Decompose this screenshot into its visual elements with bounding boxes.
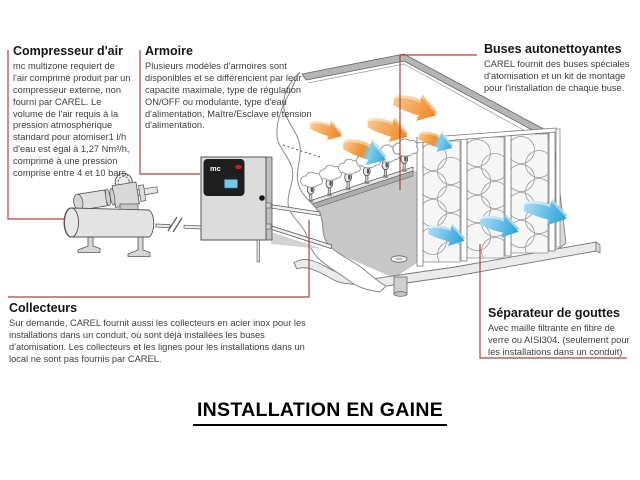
page-title: INSTALLATION EN GAINE [192, 399, 448, 426]
drain-tray [293, 241, 601, 297]
cabinet-knob [259, 195, 265, 201]
callout-line-armoire [139, 50, 200, 175]
compressor-leg [127, 232, 151, 257]
air-compressor [63, 172, 202, 257]
drain-leg [393, 276, 408, 297]
callout-lines [7, 50, 627, 359]
callout-collecteurs-body: Sur demande, CAREL fournit aussi les col… [9, 318, 306, 364]
callout-line-compresseur [7, 50, 65, 220]
atomizing-nozzle [325, 178, 334, 197]
callout-armoire-body: Plusieurs modèles d'armoires sont dispon… [145, 61, 312, 131]
atomizing-nozzle [381, 159, 390, 178]
callout-collecteurs-title: Collecteurs [9, 301, 78, 315]
callout-separateur-body: Avec maille filtrante en fibre de verre … [488, 323, 630, 357]
callout-compresseur: Compresseur d'air mc multizone requiert … [13, 44, 131, 180]
atomizing-nozzle [362, 166, 371, 185]
cabinet-led [235, 164, 242, 170]
atomizing-nozzle [400, 153, 409, 172]
callout-separateur: Séparateur de gouttes Avec maille filtra… [488, 306, 638, 359]
callout-line-separateur [479, 244, 627, 359]
callout-buses: Buses autonettoyantes CAREL fournit des … [484, 42, 636, 95]
control-cabinet: mc [200, 156, 273, 263]
callout-buses-body: CAREL fournit des buses spéciales d'atom… [484, 59, 630, 93]
pipe-shadow [271, 232, 323, 249]
atomizing-nozzles [300, 138, 419, 203]
callout-armoire: Armoire Plusieurs modèles d'armoires son… [145, 44, 323, 132]
compressed-air-pipe [155, 223, 202, 230]
atomizing-nozzle [344, 172, 352, 191]
separator-mesh-panel [466, 136, 505, 259]
cabinet-drain-pipe [256, 239, 260, 263]
callout-armoire-title: Armoire [145, 44, 193, 58]
callout-compresseur-title: Compresseur d'air [13, 44, 123, 58]
callout-line-collecteurs [8, 220, 310, 298]
pipe-break-symbol-icon [167, 216, 183, 233]
callout-buses-title: Buses autonettoyantes [484, 42, 622, 56]
spray-cloud-icon [392, 138, 419, 157]
hidden-edge-dotted-line [282, 144, 321, 158]
callout-compresseur-body: mc multizone requiert de l'air comprimé … [13, 61, 131, 179]
callout-line-buses [399, 54, 477, 190]
callout-separateur-title: Séparateur de gouttes [488, 306, 620, 320]
cabinet-logo: mc [210, 164, 221, 173]
cabinet-display [224, 179, 238, 189]
callout-collecteurs: Collecteurs Sur demande, CAREL fournit a… [9, 301, 307, 366]
